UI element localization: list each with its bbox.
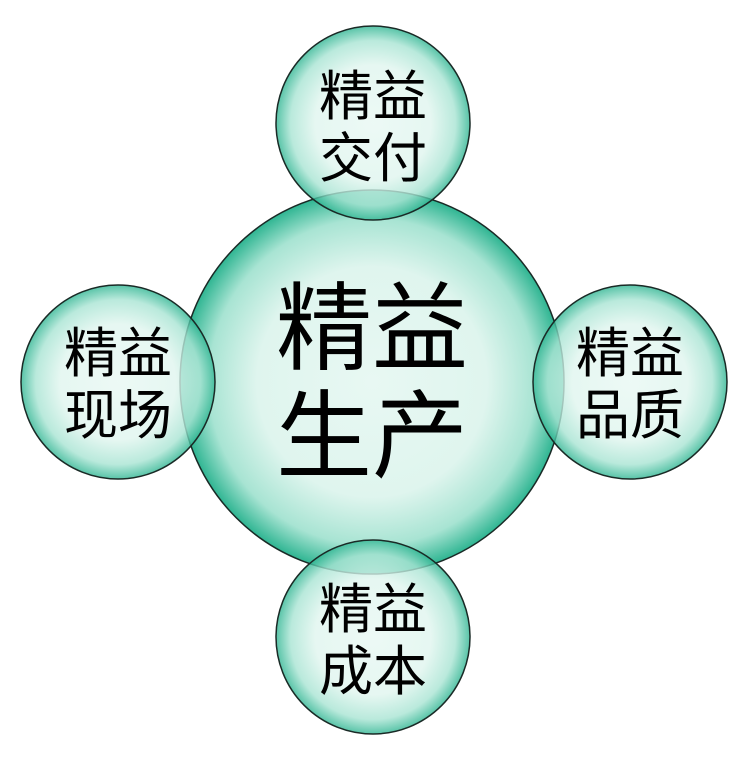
top-label-line1: 精益 xyxy=(319,65,427,128)
bottom-label-line2: 成本 xyxy=(319,640,427,703)
right-label-line2: 品质 xyxy=(576,384,684,447)
right-label-line1: 精益 xyxy=(576,322,684,385)
top-label-line2: 交付 xyxy=(319,127,427,190)
center-label-line2: 生产 xyxy=(276,381,468,493)
satellite-left: 精益 现场 xyxy=(20,284,216,480)
satellite-top: 精益 交付 xyxy=(275,25,471,221)
bottom-label-line1: 精益 xyxy=(319,578,427,641)
center-circle: 精益 生产 xyxy=(179,189,565,575)
left-label-line1: 精益 xyxy=(64,322,172,385)
left-label-line2: 现场 xyxy=(64,384,172,447)
satellite-right: 精益 品质 xyxy=(532,284,728,480)
satellite-bottom: 精益 成本 xyxy=(275,539,471,735)
center-label-line1: 精益 xyxy=(276,273,468,385)
